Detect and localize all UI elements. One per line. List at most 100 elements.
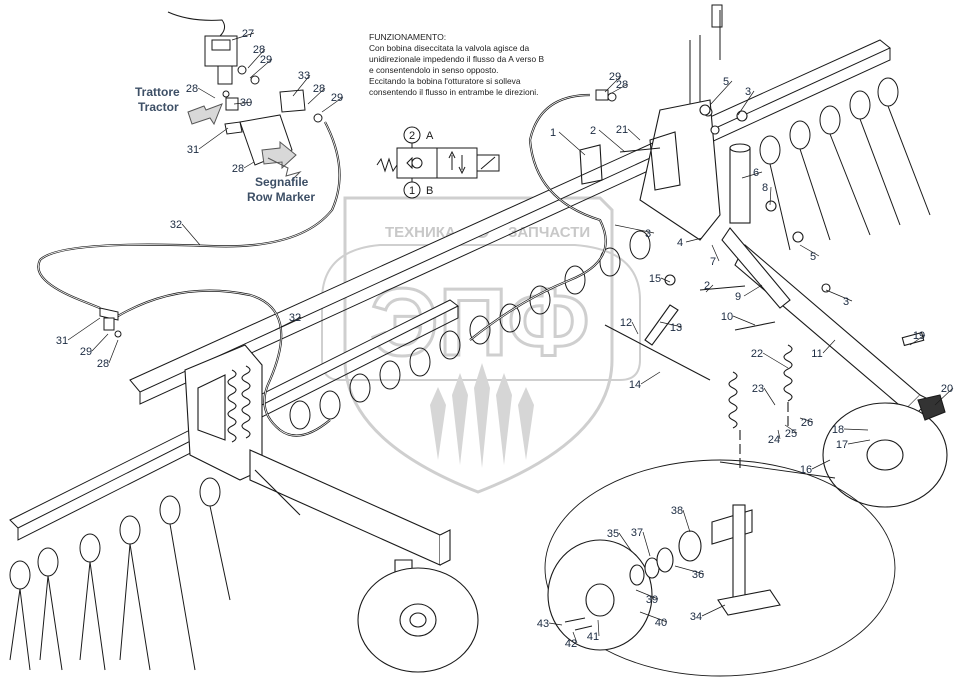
- callout-39: 39: [646, 594, 658, 606]
- leader-line-40: [639, 611, 668, 623]
- leader-line-29: [91, 333, 109, 352]
- leader-line-5: [709, 80, 733, 106]
- callout-16: 16: [800, 464, 812, 476]
- callout-21: 21: [616, 124, 628, 136]
- disc-hub-detail: [544, 459, 896, 677]
- callout-36: 36: [692, 569, 704, 581]
- leader-line-3: [614, 224, 655, 234]
- operation-note-line: e consentendolo in senso opposto.: [369, 65, 499, 75]
- leader-line-28: [108, 339, 119, 364]
- leader-line-13: [659, 321, 683, 328]
- callout-9: 9: [735, 291, 741, 303]
- callout-31: 31: [56, 335, 68, 347]
- leader-line-30: [233, 101, 253, 105]
- callout-28: 28: [186, 83, 198, 95]
- callout-1: 1: [550, 127, 556, 139]
- leader-line-24: [777, 429, 781, 440]
- callout-28: 28: [313, 83, 325, 95]
- leader-lines: [67, 32, 954, 644]
- leader-line-29: [249, 58, 273, 79]
- callout-3: 3: [745, 86, 751, 98]
- callout-29: 29: [609, 71, 621, 83]
- leader-line-23: [763, 387, 776, 406]
- hydraulic-circuit: [37, 11, 617, 437]
- callout-22: 22: [751, 348, 763, 360]
- leader-line-10: [732, 315, 756, 326]
- leader-line-27: [231, 32, 255, 41]
- leader-line-39: [635, 589, 659, 600]
- leader-line-32: [181, 223, 201, 246]
- operation-note-line: Eccitando la bobina l'otturatore si soll…: [369, 76, 521, 86]
- leader-line-31: [198, 127, 229, 150]
- leader-line-16: [811, 459, 831, 470]
- callout-4: 4: [677, 237, 683, 249]
- port-b-label: B: [426, 185, 433, 197]
- callout-10: 10: [721, 311, 733, 323]
- leader-line-35: [618, 532, 633, 553]
- callout-6: 6: [753, 167, 759, 179]
- text-labels: Trattore Tractor Segnafile Row Marker: [135, 85, 315, 204]
- leader-line-29: [321, 96, 344, 113]
- leader-line-15: [660, 277, 671, 283]
- leader-line-25: [784, 424, 798, 434]
- callout-2: 2: [590, 125, 596, 137]
- leader-line-28: [247, 48, 266, 69]
- leader-line-1: [558, 131, 586, 156]
- callout-35: 35: [607, 528, 619, 540]
- leader-line-21: [627, 128, 641, 141]
- leader-line-42: [572, 631, 578, 644]
- callout-5: 5: [810, 251, 816, 263]
- leader-line-38: [682, 509, 691, 533]
- leader-line-20: [934, 387, 954, 406]
- callout-3: 3: [843, 296, 849, 308]
- leader-line-33: [292, 74, 311, 97]
- port-b-number: 1: [409, 185, 415, 197]
- leader-line-14: [640, 371, 661, 385]
- callout-2: 2: [704, 280, 710, 292]
- callout-29: 29: [260, 54, 272, 66]
- callout-42: 42: [565, 638, 577, 650]
- callout-11: 11: [811, 348, 822, 360]
- callout-24: 24: [768, 434, 780, 446]
- callout-31: 31: [187, 144, 199, 156]
- leader-line-36: [674, 565, 705, 575]
- tractor-arrow: [187, 103, 223, 126]
- callout-27: 27: [242, 28, 254, 40]
- callout-25: 25: [785, 428, 797, 440]
- callout-19: 19: [913, 330, 925, 342]
- label-tractor-it: Trattore: [135, 85, 180, 99]
- callout-28: 28: [253, 44, 265, 56]
- operation-note-line: Con bobina diseccitata la valvola agisce…: [369, 43, 530, 53]
- callout-5: 5: [723, 76, 729, 88]
- label-marker-it: Segnafile: [255, 175, 309, 189]
- callout-33: 33: [298, 70, 310, 82]
- left-row-marker-assembly: [184, 344, 479, 673]
- leader-line-12: [631, 321, 639, 335]
- callout-8: 8: [762, 182, 768, 194]
- callout-13: 13: [670, 322, 682, 334]
- operation-note: FUNZIONAMENTO: Con bobina diseccitata la…: [369, 32, 569, 98]
- callout-38: 38: [671, 505, 683, 517]
- leader-line-6: [741, 171, 763, 179]
- valve-schematic-symbol: 2 A 1 B: [376, 126, 500, 199]
- callout-23: 23: [752, 383, 764, 395]
- leader-line-3: [737, 90, 755, 116]
- callout-40: 40: [655, 617, 667, 629]
- leader-line-34: [701, 604, 726, 617]
- leader-line-22: [762, 352, 789, 369]
- leader-line-28: [607, 83, 629, 96]
- leader-line-2: [705, 284, 714, 293]
- watermark-text-right: ЗАПЧАСТИ: [508, 224, 590, 241]
- callout-32: 32: [170, 219, 182, 231]
- leader-line-43: [548, 622, 563, 626]
- port-a-label: A: [426, 130, 434, 142]
- callout-32: 32: [289, 312, 301, 324]
- right-row-marker-assembly: [579, 99, 948, 508]
- leader-line-5: [799, 244, 820, 257]
- leader-line-3: [825, 289, 853, 302]
- callout-14: 14: [629, 379, 641, 391]
- leader-line-32: [274, 316, 302, 331]
- callout-29: 29: [331, 92, 343, 104]
- leader-line-7: [711, 244, 720, 262]
